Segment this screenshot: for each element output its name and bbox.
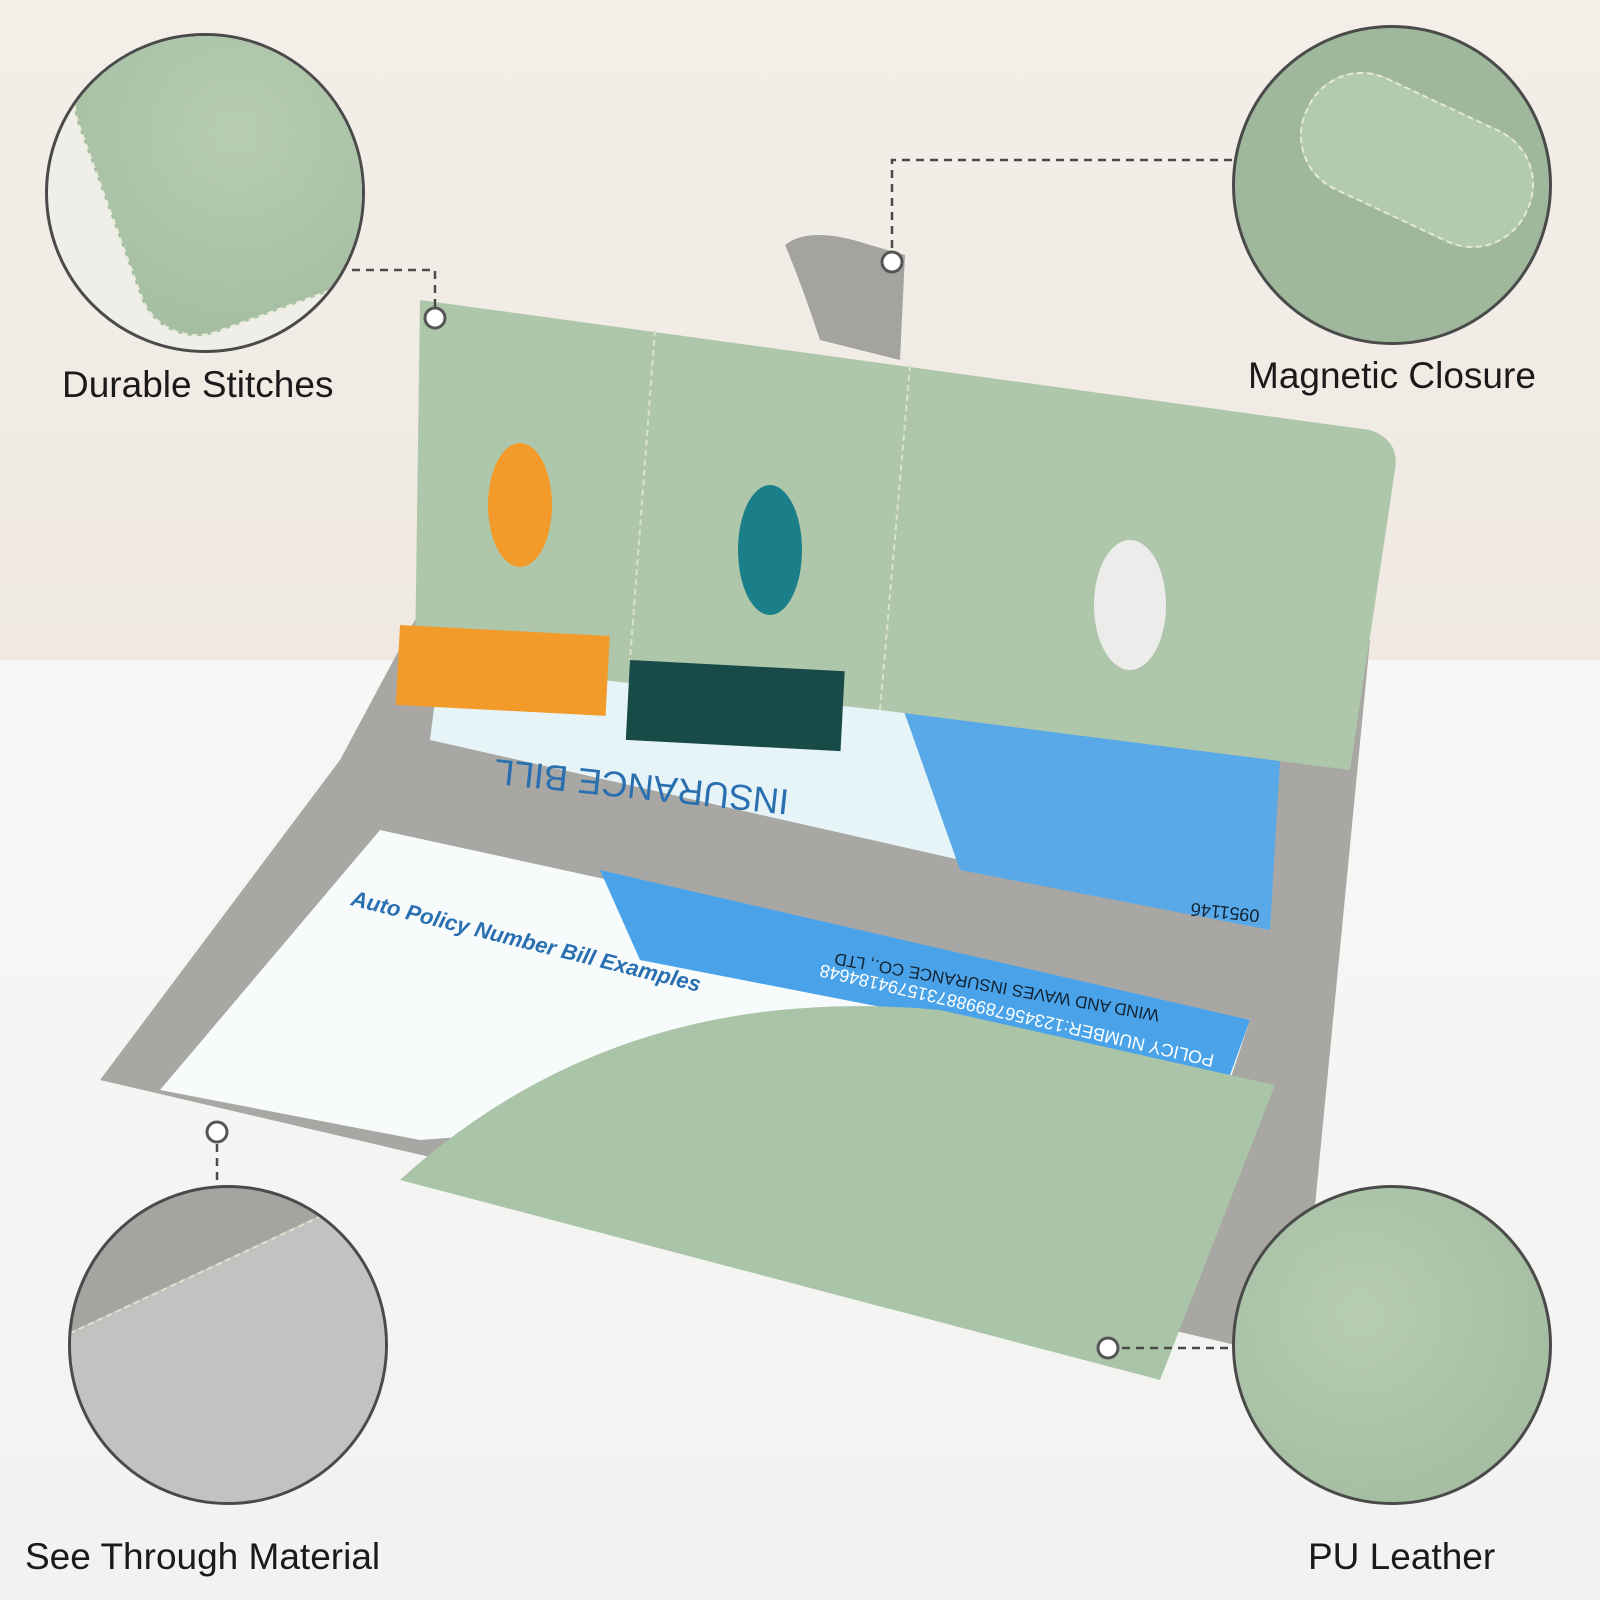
magnetic-tab [785, 235, 905, 360]
detail-circle-stitches [45, 33, 365, 353]
feature-label-leather: PU Leather [1308, 1536, 1496, 1577]
feature-label-stitches: Durable Stitches [62, 364, 334, 405]
front-leather-pocket [400, 1006, 1275, 1380]
feature-label-see-through: See Through Material [25, 1536, 381, 1577]
callout-dot-leather [1096, 1336, 1120, 1360]
detail-circle-closure [1232, 25, 1552, 345]
detail-circle-leather [1232, 1185, 1552, 1505]
callout-dot-closure [880, 250, 904, 274]
feature-label-closure: Magnetic Closure [1248, 355, 1536, 396]
detail-circle-see-through [68, 1185, 388, 1505]
callout-dot-stitches [423, 306, 447, 330]
callout-dot-see-through [205, 1120, 229, 1144]
